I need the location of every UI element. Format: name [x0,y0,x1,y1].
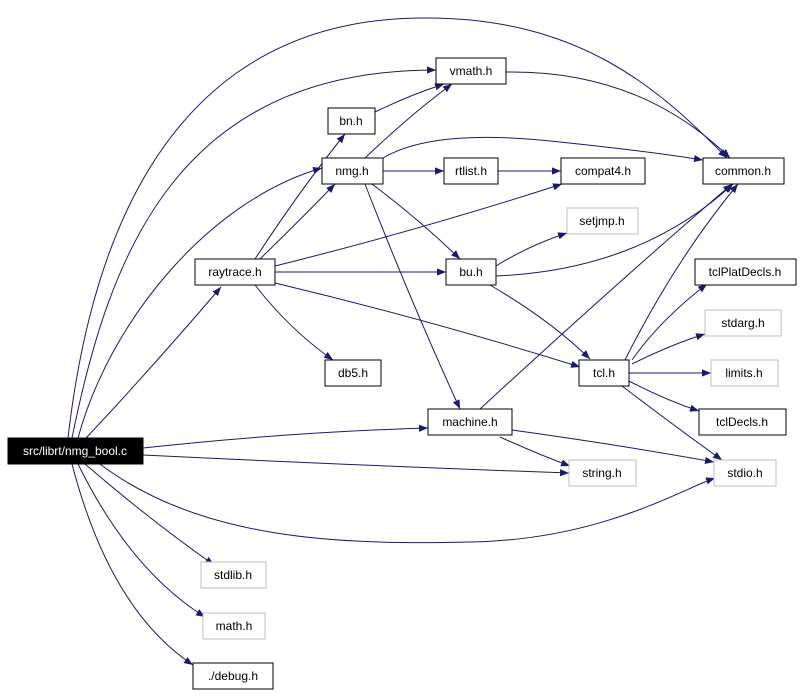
node-stdlib[interactable]: stdlib.h [200,561,267,589]
node-nmg[interactable]: nmg.h [321,157,384,185]
edge-machine-string [499,436,571,467]
edge-tcl-stdio [621,385,723,461]
edge-root-machine [142,424,429,449]
svg-text:bn.h: bn.h [339,114,362,128]
svg-text:common.h: common.h [715,164,771,178]
svg-text:src/librt/nmg_bool.c: src/librt/nmg_bool.c [23,444,127,458]
edge-tcl-tclPlatDecls [631,283,708,361]
svg-text:nmg.h: nmg.h [335,164,368,178]
edge-raytrace-compat4 [274,183,563,267]
edge-raytrace-tcl [274,282,581,368]
svg-text:bu.h: bu.h [459,265,482,279]
node-tclPlatDecls[interactable]: tclPlatDecls.h [694,258,797,286]
node-tclDecls[interactable]: tclDecls.h [698,408,787,436]
svg-text:compat4.h: compat4.h [575,164,631,178]
edge-tcl-common [624,183,739,361]
node-stdio[interactable]: stdio.h [713,459,777,487]
edge-bn-vmath [374,83,445,113]
svg-text:tcl.h: tcl.h [593,366,615,380]
edge-nmg-common [382,136,704,163]
node-db5[interactable]: db5.h [324,359,382,387]
edge-root-common [67,17,728,439]
node-stdarg[interactable]: stdarg.h [704,309,782,337]
node-raytrace[interactable]: raytrace.h [194,258,276,286]
edge-nmg-vmath [364,83,453,159]
edge-root-stdio [99,463,716,544]
edge-root-stdlib [84,463,215,566]
edge-bu-tcl [489,284,591,360]
edge-raytrace-bn [254,133,346,260]
svg-text:limits.h: limits.h [725,366,762,380]
node-compat4[interactable]: compat4.h [560,157,646,185]
node-setjmp[interactable]: setjmp.h [566,207,639,235]
node-machine[interactable]: machine.h [427,408,513,436]
edge-root-string [142,454,570,477]
node-rtlist[interactable]: rtlist.h [443,157,499,185]
edge-root-debug [71,463,194,666]
svg-text:vmath.h: vmath.h [450,64,493,78]
svg-text:stdarg.h: stdarg.h [721,316,764,330]
svg-text:db5.h: db5.h [338,366,368,380]
edge-raytrace-nmg [259,183,336,260]
edge-root-nmg [77,167,323,439]
svg-text:math.h: math.h [216,619,253,633]
svg-text:setjmp.h: setjmp.h [579,214,624,228]
edge-root-raytrace [85,286,222,439]
edge-nmg-bu [371,183,461,260]
svg-text:string.h: string.h [582,466,621,480]
edge-bu-setjmp [495,232,568,267]
node-root[interactable]: src/librt/nmg_bool.c [7,437,144,465]
node-string[interactable]: string.h [568,459,637,487]
node-bn[interactable]: bn.h [327,107,376,135]
edge-tcl-tclDecls [628,380,700,412]
edge-nmg-machine [364,183,461,410]
edge-tcl-stdarg [631,333,706,365]
node-math[interactable]: math.h [202,612,266,640]
edge-root-vmath [71,66,437,439]
node-limits[interactable]: limits.h [710,359,779,387]
node-tcl[interactable]: tcl.h [578,359,630,387]
node-common[interactable]: common.h [702,157,785,185]
svg-text:raytrace.h: raytrace.h [208,265,261,279]
node-vmath[interactable]: vmath.h [435,57,507,85]
node-debug[interactable]: ./debug.h [192,662,274,690]
svg-text:./debug.h: ./debug.h [208,669,258,683]
svg-text:machine.h: machine.h [442,415,497,429]
node-layer: vmath.h bn.h nmg.h rtlist.h compat4.h co… [7,57,797,690]
edge-machine-stdio [511,429,715,464]
node-bu[interactable]: bu.h [445,258,497,286]
edge-layer [67,17,739,666]
edge-machine-common [479,183,733,410]
edge-vmath-common [505,71,731,159]
svg-text:rtlist.h: rtlist.h [455,164,487,178]
svg-text:stdio.h: stdio.h [727,466,762,480]
svg-text:stdlib.h: stdlib.h [214,568,252,582]
edge-raytrace-db5 [254,284,334,361]
edge-root-math [77,463,206,618]
svg-text:tclDecls.h: tclDecls.h [716,415,768,429]
svg-text:tclPlatDecls.h: tclPlatDecls.h [709,265,782,279]
